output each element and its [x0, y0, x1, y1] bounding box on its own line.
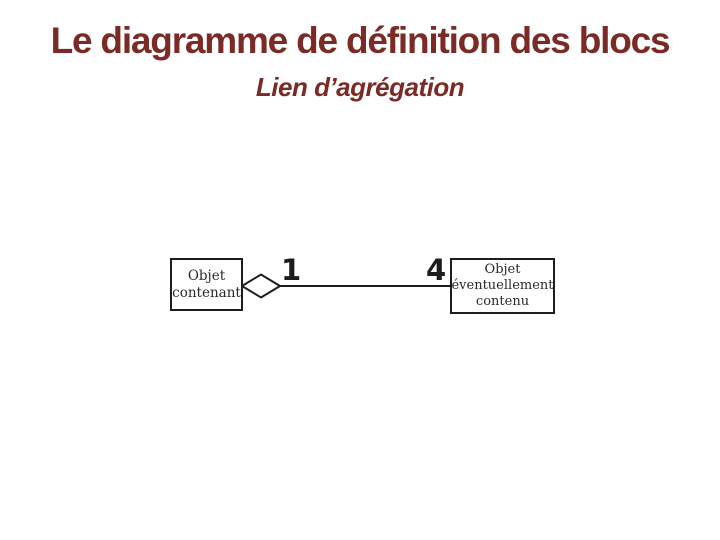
block-label-line: Objet [187, 267, 226, 284]
slide-subtitle: Lien d’agrégation [255, 72, 465, 102]
block-objet-eventuellement-contenu: Objet éventuellement contenu [450, 258, 555, 314]
slide-title: Le diagramme de définition des blocs [50, 20, 671, 61]
association-line [279, 285, 451, 287]
aggregation-diamond-icon [241, 273, 281, 299]
block-label-line: éventuellement [451, 278, 554, 293]
block-label-line: contenu [475, 294, 530, 309]
block-label-line: contenant [172, 284, 241, 301]
multiplicity-right: 4 [426, 253, 447, 287]
multiplicity-left: 1 [281, 253, 302, 287]
block-objet-contenant: Objet contenant [170, 258, 243, 311]
block-label-line: Objet [484, 262, 521, 277]
